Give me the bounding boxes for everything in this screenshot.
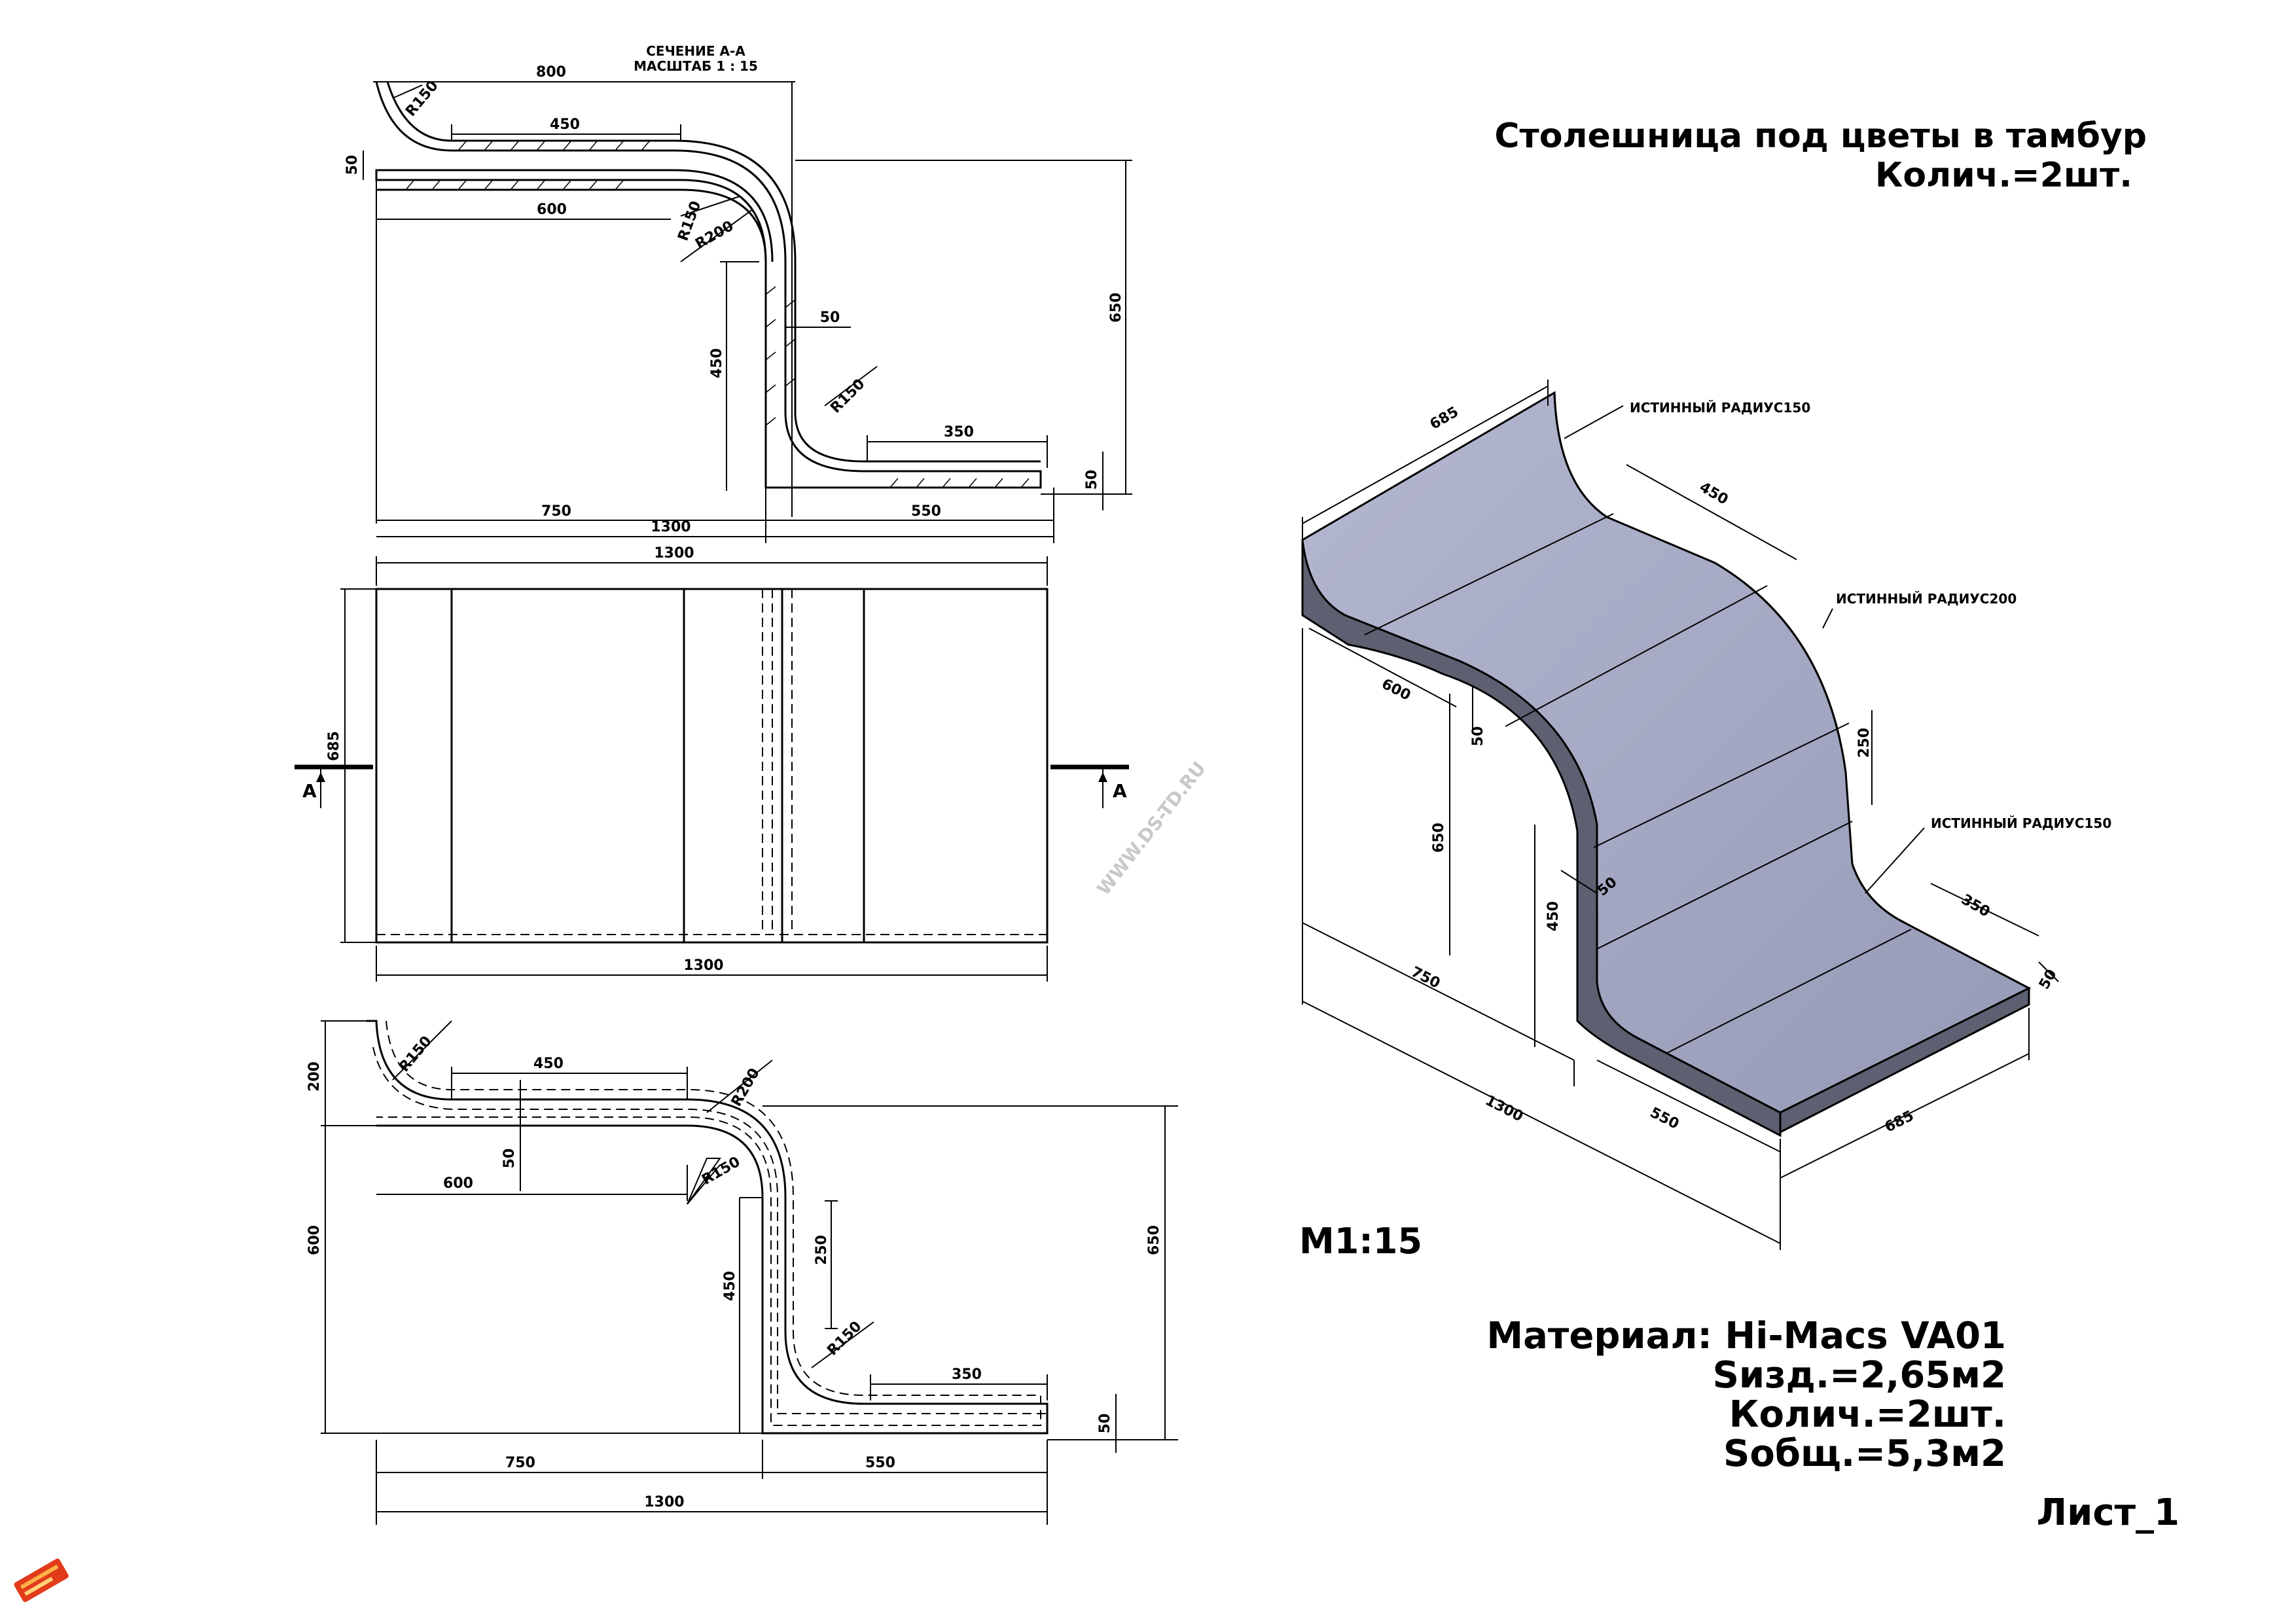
section-marker-left: A	[302, 780, 317, 802]
lower-dim-1300: 1300	[644, 1494, 684, 1510]
drawing-quantity: Колич.=2шт.	[1875, 156, 2132, 195]
section-dimension-lines	[363, 81, 1132, 543]
iso-dim-250: 250	[1856, 728, 1873, 758]
iso-dim-550: 550	[1647, 1105, 1681, 1133]
plan-dim-685: 685	[326, 731, 342, 761]
iso-dim-685-top: 685	[1427, 404, 1462, 433]
material-line-3: Колич.=2шт.	[1729, 1393, 2006, 1436]
dim-50-mid: 50	[820, 310, 840, 326]
plan-view: 1300 685 A A 1300 WWW.DS-TD.RU	[295, 545, 1210, 982]
lower-dim-350: 350	[952, 1366, 982, 1383]
lower-dimension-lines	[321, 1020, 1178, 1525]
lower-profile-hidden	[376, 1020, 1041, 1426]
section-profile-bottom	[376, 188, 767, 488]
watermark: WWW.DS-TD.RU	[1093, 758, 1210, 900]
plan-dim-1300-bottom: 1300	[683, 957, 723, 974]
dim-1300: 1300	[651, 519, 691, 535]
dim-r200: R200	[692, 218, 736, 253]
dim-450: 450	[550, 116, 580, 133]
lower-dim-600-v: 600	[306, 1225, 323, 1255]
dim-50-right: 50	[1084, 470, 1100, 490]
lower-dim-550: 550	[865, 1455, 895, 1471]
iso-dim-450-b: 450	[1545, 901, 1562, 931]
iso-dim-50-c: 50	[2036, 967, 2060, 992]
dim-450-v: 450	[709, 348, 725, 378]
section-marker-right: A	[1113, 780, 1127, 802]
material-line-2: Sизд.=2,65м2	[1713, 1354, 2006, 1397]
lower-dim-450: 450	[722, 1271, 738, 1301]
lower-dim-200: 200	[306, 1061, 323, 1092]
iso-note-radius-1: ИСТИННЫЙ РАДИУС150	[1630, 400, 1810, 416]
iso-dim-1300: 1300	[1482, 1092, 1526, 1125]
lower-profile-hidden-2	[372, 1046, 1047, 1414]
iso-front-edge	[1779, 986, 2030, 1134]
dim-750: 750	[541, 503, 571, 520]
lower-dim-50: 50	[501, 1149, 518, 1169]
iso-top-surface	[1301, 391, 2032, 1114]
lower-dim-450: 450	[533, 1056, 564, 1072]
iso-dim-650: 650	[1431, 823, 1447, 853]
lower-dim-r150-mid: R150	[699, 1154, 743, 1188]
lower-dim-r200: R200	[728, 1065, 763, 1109]
iso-dim-50-a: 50	[1470, 726, 1486, 747]
iso-dim-350: 350	[1958, 891, 1992, 921]
title-block: Столешница под цветы в тамбур Колич.=2шт…	[1299, 116, 2179, 1534]
lower-dim-650: 650	[1146, 1225, 1162, 1255]
iso-dimension-lines	[1302, 380, 2059, 1250]
brand-logo	[14, 1558, 69, 1602]
sheet-label: Лист_1	[2037, 1491, 2179, 1534]
iso-dim-450: 450	[1696, 479, 1731, 508]
lower-dim-600: 600	[443, 1175, 473, 1192]
lower-dim-750: 750	[505, 1455, 535, 1471]
material-line-1: Материал: Hi-Macs VA01	[1486, 1315, 2006, 1357]
iso-note-radius-3: ИСТИННЫЙ РАДИУС150	[1931, 815, 2111, 831]
iso-dim-750: 750	[1408, 964, 1443, 992]
lower-dim-50-right: 50	[1097, 1414, 1113, 1434]
section-hatching	[405, 141, 1030, 488]
dim-r150-top: R150	[403, 78, 442, 120]
scale-label: M1:15	[1299, 1221, 1422, 1262]
lower-dim-r150-top: R150	[396, 1033, 435, 1075]
lower-profile-outer	[367, 1020, 1049, 1435]
lower-dim-r150-low: R150	[824, 1318, 865, 1359]
dim-50-left: 50	[344, 155, 361, 175]
plan-dim-1300-top: 1300	[654, 545, 694, 562]
dim-800: 800	[536, 64, 566, 80]
section-scale: МАСШТАБ 1 : 15	[634, 58, 758, 74]
plan-outline	[375, 588, 1049, 944]
section-profile-inner	[386, 81, 1041, 463]
isometric-view: 685 450 600 50 250 650 450 50 350 50 750…	[1301, 380, 2111, 1250]
section-profile-outer	[375, 81, 1042, 489]
section-a-a-view: СЕЧЕНИЕ А-А МАСШТАБ 1 : 15	[344, 43, 1132, 543]
dim-600: 600	[537, 202, 567, 218]
dim-350: 350	[944, 424, 974, 440]
lower-dim-250: 250	[814, 1235, 830, 1265]
iso-note-radius-2: ИСТИННЫЙ РАДИУС200	[1836, 591, 2017, 607]
section-title: СЕЧЕНИЕ А-А	[646, 43, 745, 59]
iso-dim-600: 600	[1379, 676, 1413, 704]
lower-section-view: 200 R150 450 R200 50 600 R150 600 650 25…	[306, 1020, 1178, 1525]
dim-550: 550	[911, 503, 941, 520]
material-line-4: Sобщ.=5,3м2	[1723, 1433, 2006, 1475]
dim-r150-low: R150	[827, 376, 868, 416]
drawing-title: Столешница под цветы в тамбур	[1494, 116, 2147, 156]
dim-650: 650	[1108, 293, 1124, 323]
